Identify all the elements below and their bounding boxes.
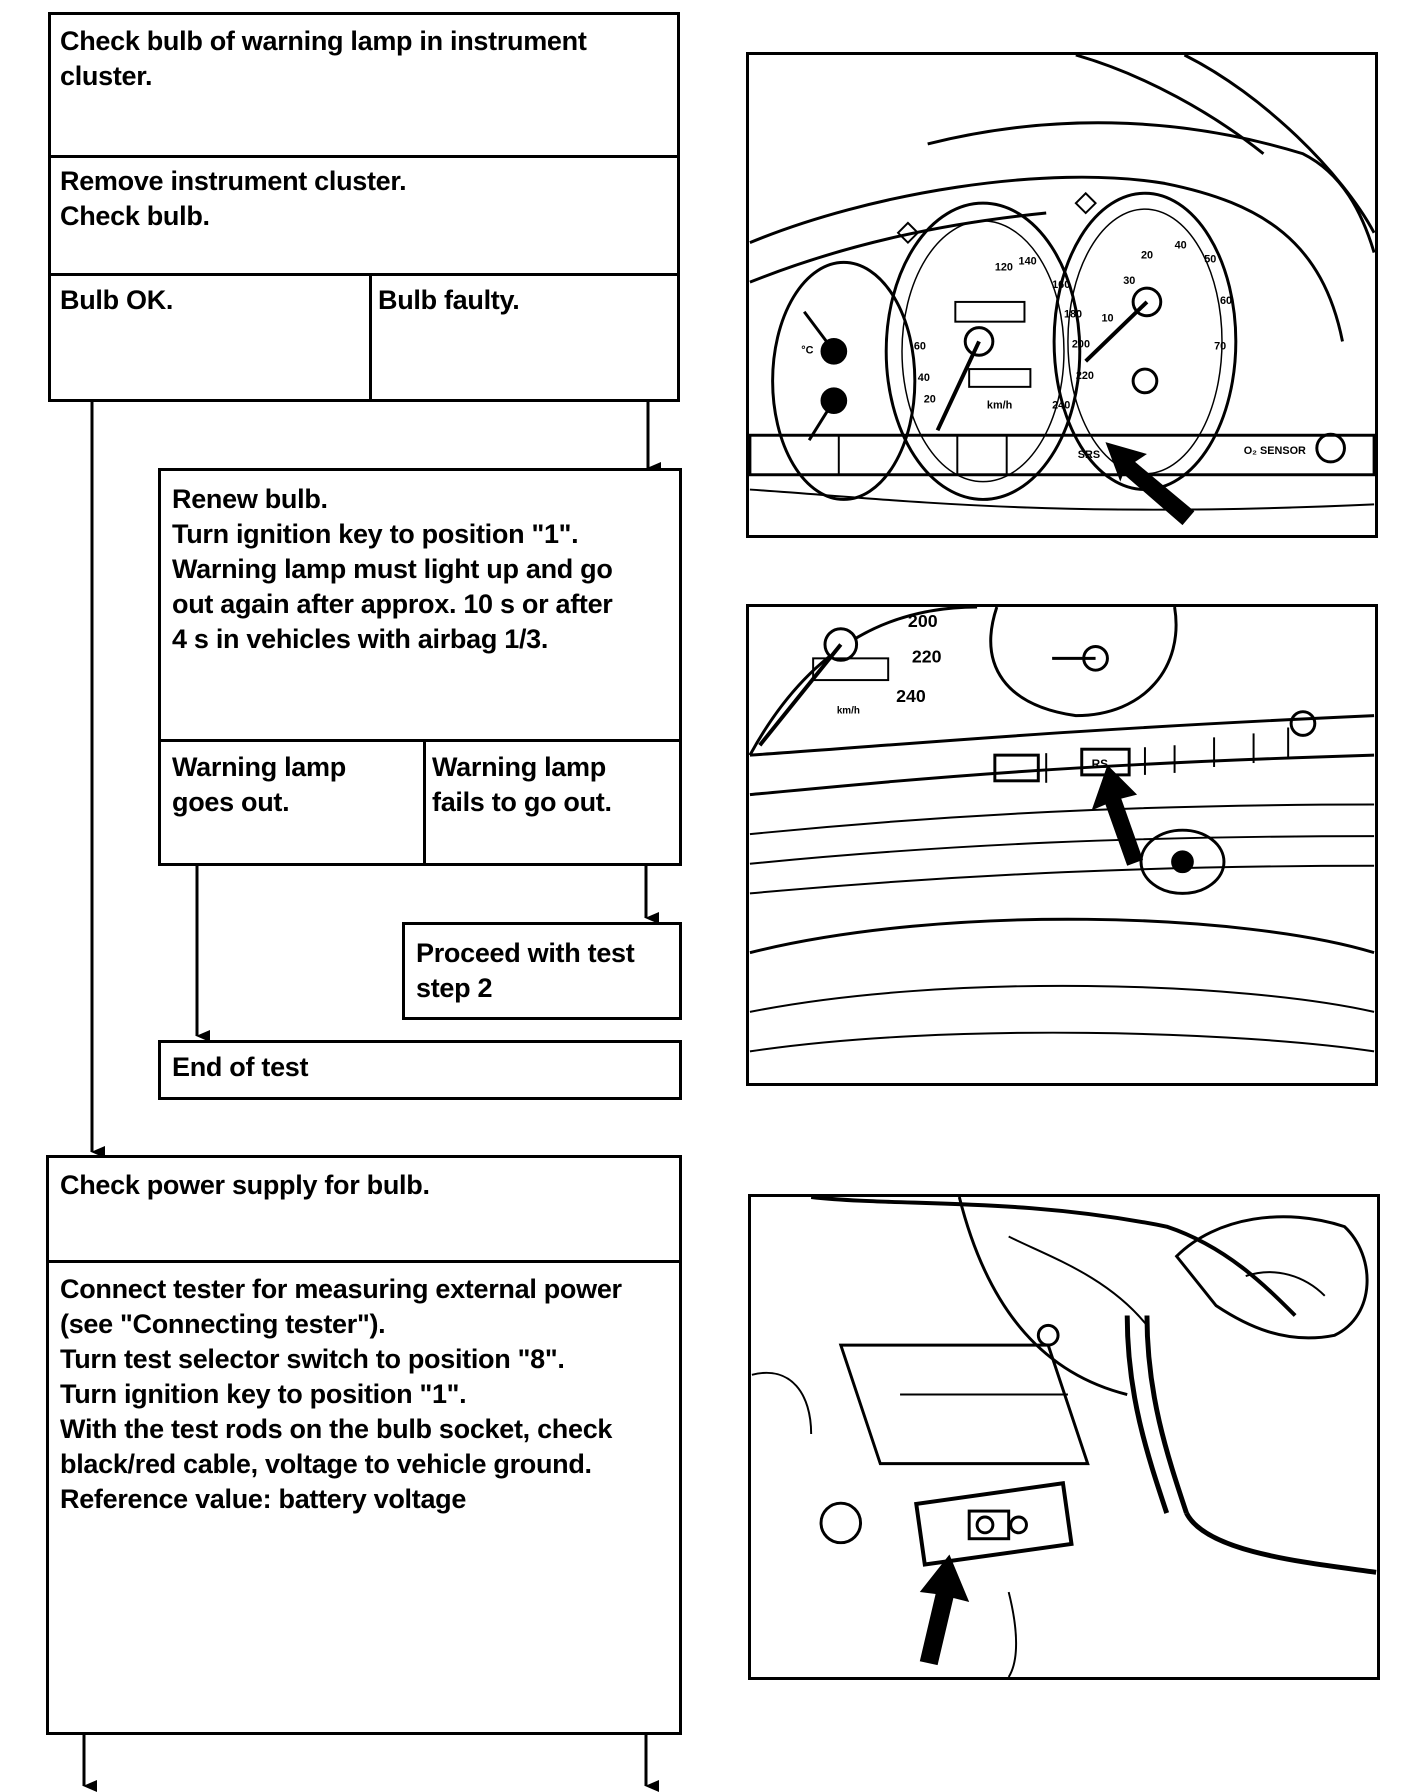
check-bulb-title: Check bulb of warning lamp in instrument…	[60, 26, 587, 91]
pointer-arrow-icon	[1091, 765, 1143, 866]
svg-text:140: 140	[1019, 255, 1037, 267]
pointer-arrow-icon	[919, 1554, 970, 1666]
svg-text:220: 220	[1076, 370, 1094, 382]
svg-text:220: 220	[912, 646, 942, 666]
connector-plug-icon	[914, 1481, 1074, 1567]
svg-text:km/h: km/h	[987, 400, 1012, 412]
svg-text:40: 40	[1175, 240, 1187, 252]
pointer-arrow-icon	[1105, 442, 1195, 526]
svg-text:RS: RS	[1092, 757, 1109, 771]
lamp-fails-label: Warning lamp fails to go out.	[432, 752, 612, 817]
temp-gauge-icon	[771, 260, 917, 501]
check-bulb-box	[48, 12, 680, 402]
svg-text:SRS: SRS	[1078, 449, 1100, 461]
svg-text:240: 240	[1052, 400, 1070, 412]
renew-bulb-text: Renew bulb. Turn ignition key to positio…	[172, 484, 613, 654]
svg-text:60: 60	[914, 340, 926, 352]
speedometer-icon	[884, 201, 1082, 501]
end-of-test-box	[158, 1040, 682, 1100]
bulb-ok-label: Bulb OK.	[60, 285, 174, 315]
ignition-key-icon	[1139, 828, 1226, 895]
svg-text:km/h: km/h	[837, 706, 860, 717]
svg-text:30: 30	[1123, 275, 1135, 287]
svg-text:160: 160	[1052, 279, 1070, 291]
hand-icon	[1174, 1215, 1369, 1340]
svg-text:O₂ SENSOR: O₂ SENSOR	[1244, 445, 1306, 457]
svg-text:50: 50	[1204, 253, 1216, 265]
connect-tester-text: Connect tester for measuring external po…	[60, 1274, 622, 1514]
svg-text:200: 200	[1072, 338, 1090, 350]
connector-illustration	[748, 1194, 1380, 1680]
svg-text:180: 180	[1064, 309, 1082, 321]
remove-cluster-text: Remove instrument cluster. Check bulb.	[60, 166, 407, 231]
check-power-text: Check power supply for bulb.	[60, 1170, 430, 1200]
renew-bulb-box	[158, 468, 682, 866]
svg-text:60: 60	[1220, 295, 1232, 307]
lamp-goes-out-label: Warning lamp goes out.	[172, 752, 346, 817]
proceed-step2-box	[402, 922, 682, 1020]
end-of-test-text: End of test	[172, 1052, 309, 1082]
svg-text:70: 70	[1214, 340, 1226, 352]
svg-text:200: 200	[908, 611, 938, 631]
cluster-illustration: °C 120 140 160 180 200 220 240 60 40 20 …	[746, 52, 1378, 538]
svg-text:240: 240	[896, 686, 926, 706]
svg-text:120: 120	[995, 261, 1013, 273]
svg-text:10: 10	[1102, 313, 1114, 325]
svg-text:20: 20	[924, 394, 936, 406]
svg-text:20: 20	[1141, 249, 1153, 261]
proceed-step2-text: Proceed with test step 2	[416, 938, 635, 1003]
bulb-faulty-label: Bulb faulty.	[378, 285, 520, 315]
svg-text:°C: °C	[801, 344, 813, 356]
srs-closeup-illustration: 200 220 240 km/h RS	[746, 604, 1378, 1086]
svg-text:40: 40	[918, 372, 930, 384]
check-power-box	[46, 1155, 682, 1735]
